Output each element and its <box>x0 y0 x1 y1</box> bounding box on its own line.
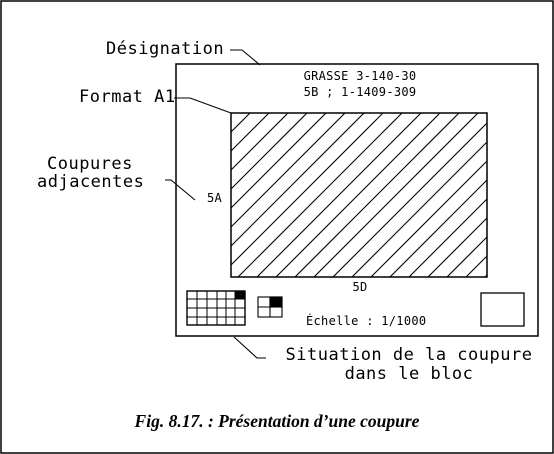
bottom-neighbor-label: 5D <box>352 280 368 294</box>
small-locator <box>257 296 283 318</box>
empty-box <box>480 292 525 327</box>
format-label: Format A1 <box>79 87 176 107</box>
sheet-frame <box>175 63 539 337</box>
map-area <box>230 112 488 278</box>
situation-label-line2: dans le bloc <box>344 364 474 384</box>
sheet-title-line1: GRASSE 3-140-30 <box>303 69 417 83</box>
figure-caption: Fig. 8.17. : Présentation d’une coupure <box>134 411 420 431</box>
block-grid <box>186 290 246 326</box>
scale-label: Échelle : 1/1000 <box>306 314 427 328</box>
block-grid-highlight <box>234 290 246 300</box>
coupures-label-line2: adjacentes <box>37 172 145 192</box>
designation-label: Désignation <box>106 39 225 59</box>
situation-label-line1: Situation de la coupure <box>285 345 533 365</box>
coupures-label-line1: Coupures <box>47 154 133 174</box>
sheet-title-line2: 5B ; 1-1409-309 <box>303 85 417 99</box>
leader-lines <box>165 49 266 359</box>
left-neighbor-label: 5A <box>207 191 223 205</box>
